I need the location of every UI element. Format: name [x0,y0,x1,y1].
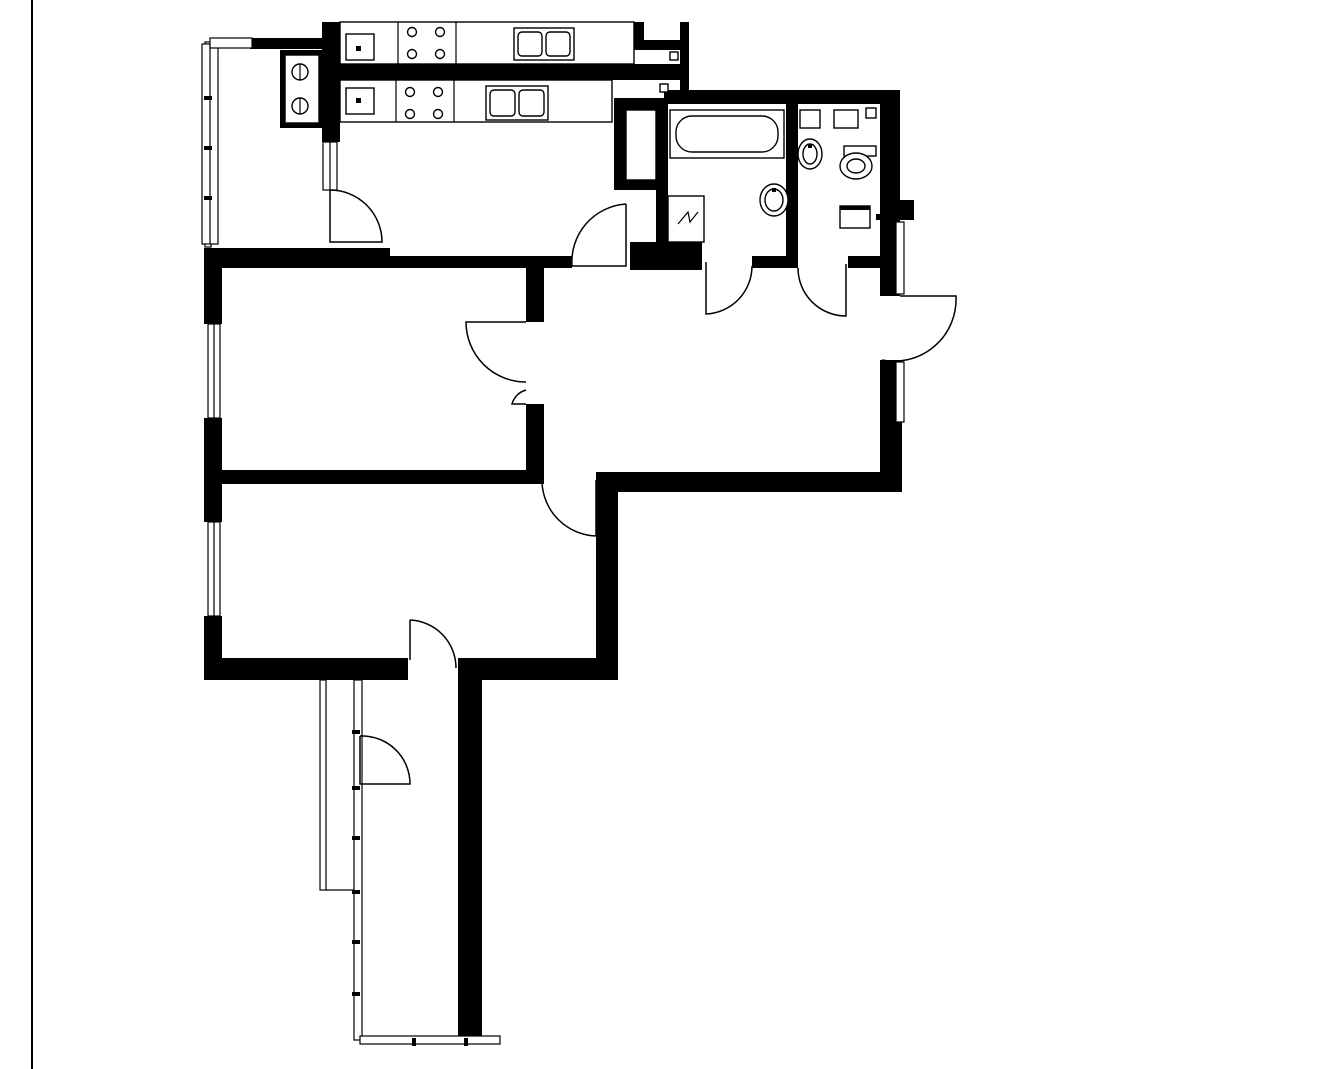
left-exterior-wall-top [204,248,222,324]
walls [204,22,914,1040]
door-bathroom [705,262,753,315]
kitchen-balcony-partition-top [250,38,326,49]
door-wc [797,264,847,317]
door-lower-balcony-inner [359,735,411,785]
neighbour-shaft-wall-right [680,22,689,92]
kitchen-counter-divider-wall [322,64,688,80]
wc-right-wall-nub [898,200,914,220]
bath-block-right-wall [880,90,900,296]
kitchen-sink-icon [485,85,549,121]
bath-wc-partition [786,98,798,268]
page-border-line [31,0,33,1069]
bathroom-fixtures [625,107,882,243]
bathtub-icon [669,109,785,159]
bedroom-divider-wall [204,470,544,484]
kitchen-left-wall [322,64,340,142]
hallway-bottom-wall [596,472,902,492]
wc-shelf [799,109,821,129]
door-lower-balcony [409,619,457,669]
wc-shelf [833,109,859,129]
bedroom-lower-bottom-wall-right [458,658,618,680]
stove-icon [404,86,444,120]
neighbour-shaft-wall-bottom [634,40,684,50]
wc-bottom-wall-right [848,256,884,268]
upper-counter [339,21,635,65]
window-hallway-right-upper [895,221,905,295]
shower-drain-icon [667,195,705,243]
utility-box [669,51,679,61]
window-lower-balcony-bottom [359,1035,501,1045]
doors [329,189,957,785]
storage-wall-bottom [614,180,664,190]
bedroom-upper-right-wall-lower [526,404,544,480]
washbasin-icon [797,138,823,170]
bidet-icon [839,205,882,229]
bath-bottom-block [630,242,702,270]
window-lower-balcony-side [353,679,363,1041]
door-entrance [881,295,957,362]
washbasin-icon [759,183,789,217]
stove-icon [406,26,446,60]
utility-box [659,83,669,93]
door-bedroom-upper-leaf1 [465,321,527,383]
door-bedroom-upper-leaf2 [511,389,527,405]
bath-left-wall [656,98,668,270]
door-bedroom-lower [541,480,597,537]
wc-shelf [865,107,877,119]
door-kitchen-balcony [329,189,383,243]
window-hallway-right-lower [895,361,905,423]
bedroom-lower-right-wall [596,474,618,680]
toilet-icon [839,145,877,180]
radiator-icon [280,50,324,128]
door-kitchen [571,203,627,267]
bath-bottom-wall-right [752,256,798,268]
window-upper-balcony-top [209,37,253,49]
kitchen-fixtures [280,21,679,128]
left-exterior-wall-mid [204,418,222,522]
lower-balcony-outer-frame [319,679,327,891]
kitchen-sink-icon [513,27,575,61]
neighbour-shaft-wall-left [634,22,644,48]
storage-wall-top [614,98,668,110]
storage-niche [625,109,657,181]
storage-wall-left [614,98,626,190]
balcony-railing-posts [204,96,468,1046]
kitchen-counter [339,79,613,123]
lower-balcony-right-wall [458,668,482,1040]
bedroom-lower-bottom-wall-left [204,658,408,680]
bedroom-upper-top-wall [204,256,572,268]
bedroom-upper-right-wall [526,256,544,322]
bath-block-top-wall [664,90,900,104]
windows [201,37,905,1045]
kitchen-top-wall [322,22,340,66]
